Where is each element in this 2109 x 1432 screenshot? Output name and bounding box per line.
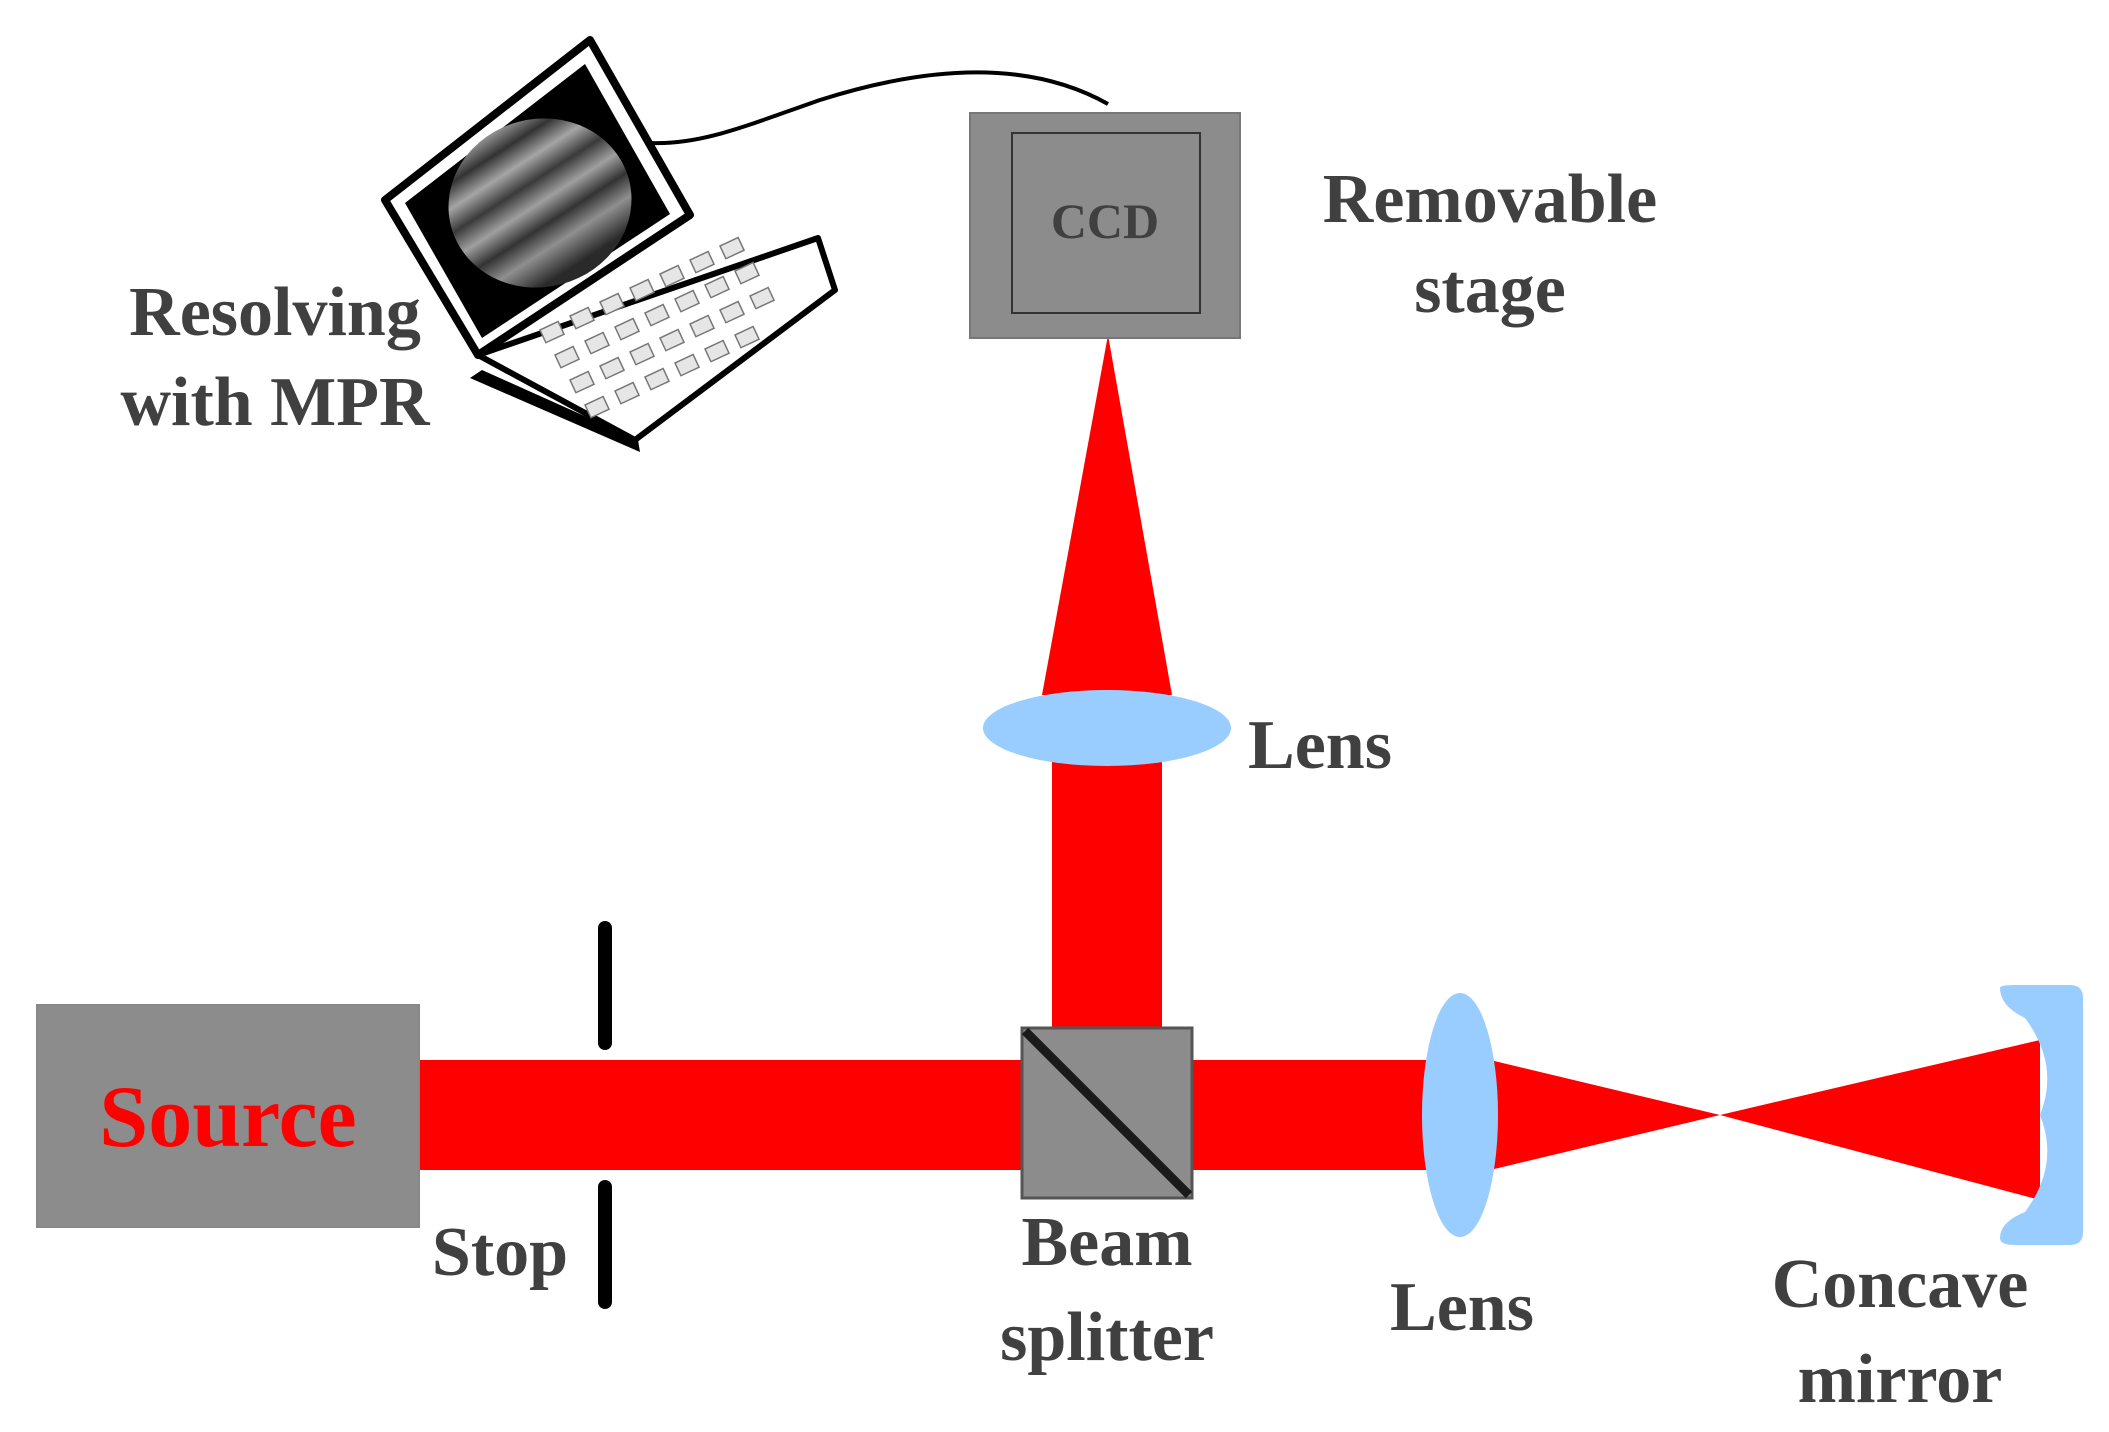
concave-mirror: Concave mirror xyxy=(1772,985,2083,1418)
ccd-stage-inner xyxy=(1011,132,1201,314)
ccd-camera: CCD Removable stage xyxy=(969,112,1657,339)
upper-lens: Lens xyxy=(983,690,1392,784)
ccd-label: CCD xyxy=(1051,193,1159,249)
lower-lens-label: Lens xyxy=(1390,1269,1534,1346)
beam-source-to-splitter xyxy=(420,1060,1445,1170)
lower-lens: Lens xyxy=(1390,993,1534,1346)
stage-label-line1: Removable xyxy=(1323,161,1657,238)
beam-diverging-to-mirror xyxy=(1720,1040,2040,1200)
beam-converging-to-ccd xyxy=(1042,335,1172,695)
beam-splitter: Beam splitter xyxy=(1000,1026,1214,1376)
concave-mirror-label-line2: mirror xyxy=(1798,1341,2003,1418)
beam-splitter-to-upper-lens xyxy=(1052,725,1162,1031)
stop: Stop xyxy=(432,921,612,1309)
computer-label-line1: Resolving xyxy=(129,274,421,351)
concave-mirror-shape xyxy=(2000,985,2083,1245)
beam-splitter-label-line1: Beam xyxy=(1021,1204,1192,1281)
laser-beams xyxy=(420,335,2040,1200)
laptop-base xyxy=(475,235,838,443)
laptop-screen-fringes xyxy=(448,118,632,288)
stage-label-line2: stage xyxy=(1414,251,1566,328)
beam-splitter-diagonal xyxy=(1021,1027,1193,1199)
source-housing xyxy=(36,1004,420,1228)
stop-label: Stop xyxy=(432,1214,568,1291)
beam-splitter-label-line2: splitter xyxy=(1000,1299,1214,1376)
source-box: Source xyxy=(36,1004,420,1228)
laptop-base-edge xyxy=(470,370,640,452)
laptop-keyboard xyxy=(539,236,776,419)
source-label: Source xyxy=(99,1069,356,1166)
beam-converging-to-focus xyxy=(1490,1060,1720,1170)
lower-lens-shape xyxy=(1422,993,1498,1237)
laptop-icon xyxy=(381,36,838,452)
upper-lens-label: Lens xyxy=(1248,707,1392,784)
computer-label-line2: with MPR xyxy=(120,364,431,441)
upper-lens-shape xyxy=(983,690,1231,766)
data-cable xyxy=(649,70,1109,146)
ccd-stage-outer xyxy=(969,112,1241,339)
concave-mirror-label-line1: Concave xyxy=(1772,1246,2029,1323)
